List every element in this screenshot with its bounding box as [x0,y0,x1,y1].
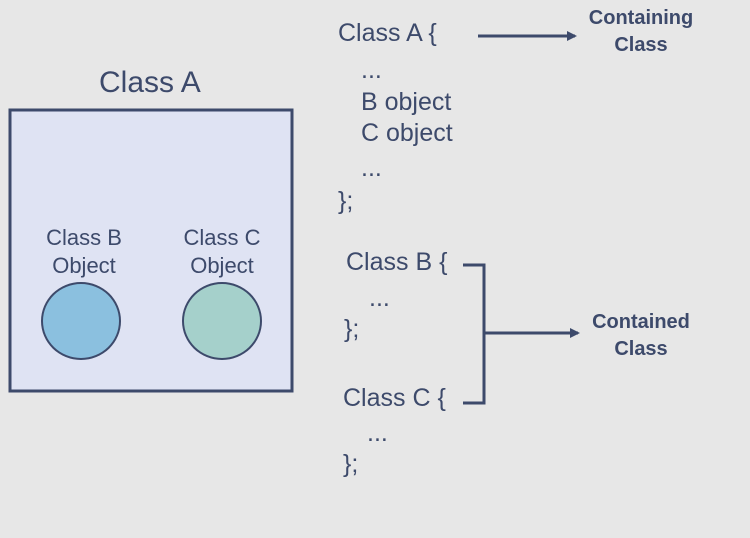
containing-label-line1: Containing [588,7,694,29]
class-b-label-line1: Class B [46,225,122,250]
code-a-line-5: ... [361,154,382,182]
code-c-line-3: }; [343,450,359,478]
containing-class-label: Containing Class [571,5,711,59]
class-c-label-line2: Object [190,252,254,278]
containing-label-line2: Class [614,34,668,56]
contained-class-label: Contained Class [571,309,711,363]
code-b-line-1: Class B { [346,248,448,276]
contained-bracket [463,263,486,405]
contained-label-line1: Contained [592,311,690,333]
code-b-line-2: ... [369,284,390,312]
class-b-label-line2: Object [52,252,116,278]
class-a-title: Class A [99,66,201,99]
code-a-line-4: C object [361,119,453,147]
contained-label-line2: Class [614,338,668,360]
code-a-line-6: }; [338,187,354,215]
code-c-line-2: ... [367,419,388,447]
code-a-line-3: B object [361,88,452,116]
class-b-object-label: Class B Object [20,224,148,279]
code-a-line-1: Class A { [338,19,437,47]
class-c-label-line1: Class C [183,225,261,250]
code-a-line-2: ... [361,56,382,84]
class-c-object-circle [182,282,262,360]
class-c-object-label: Class C Object [158,224,286,279]
class-b-object-circle [41,282,121,360]
code-c-line-1: Class C { [343,384,446,412]
code-b-line-3: }; [344,315,360,343]
